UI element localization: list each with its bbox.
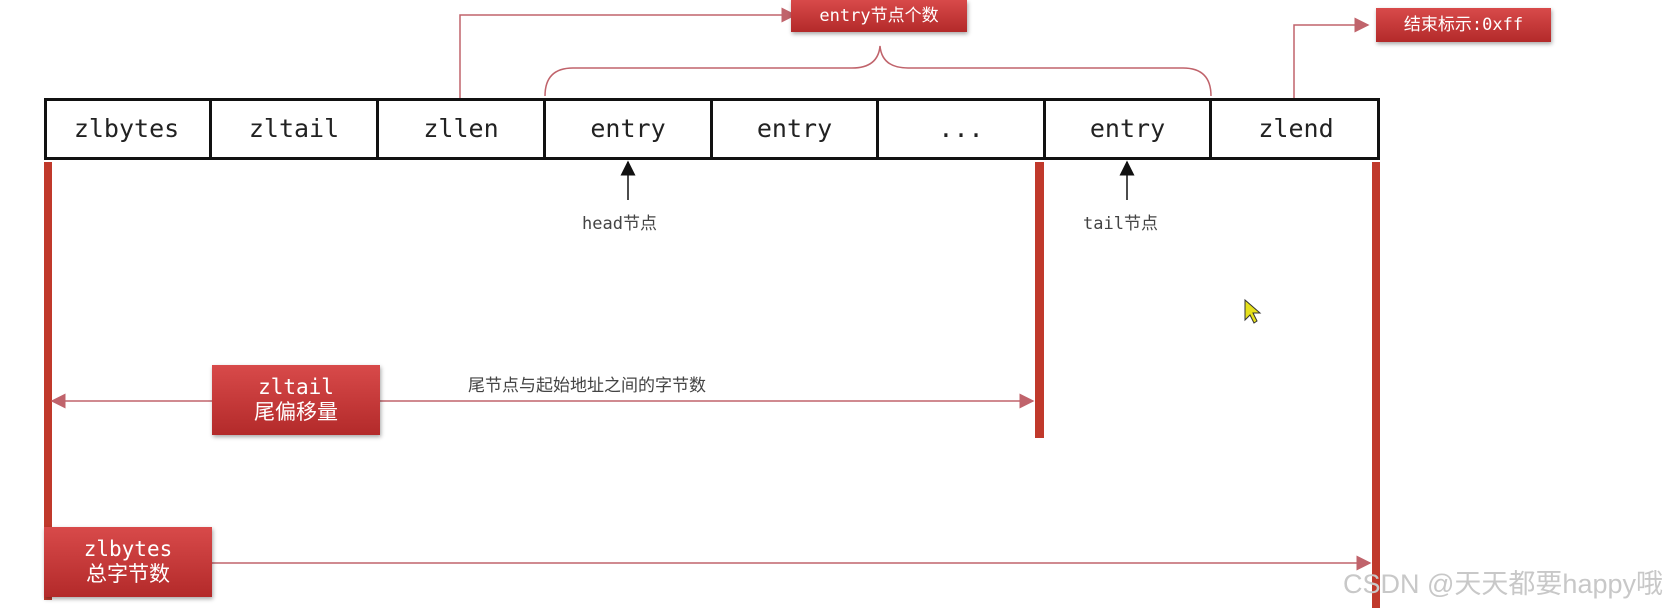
cell-entry-head: entry <box>546 98 713 158</box>
cell-zllen: zllen <box>379 98 546 158</box>
head-pointer-label: head节点 <box>582 214 657 234</box>
cell-zlend: zlend <box>1212 98 1380 158</box>
zllen-connector <box>459 7 797 98</box>
zltail-offset-badge: zltail 尾偏移量 <box>212 365 380 435</box>
cell-label: ... <box>938 113 984 143</box>
cell-label: zlend <box>1258 113 1334 143</box>
cell-zltail: zltail <box>212 98 379 158</box>
cursor-icon <box>1244 298 1262 324</box>
zltail-badge-subtitle: 尾偏移量 <box>254 400 338 424</box>
cell-ellipsis: ... <box>879 98 1046 158</box>
end-marker-label: 结束标示:0xff <box>1403 14 1524 35</box>
cell-label: entry <box>1089 113 1166 143</box>
zlbytes-badge-subtitle: 总字节数 <box>86 562 170 586</box>
watermark: CSDN @天天都要happy哦 <box>1343 569 1663 599</box>
end-marker-callout: 结束标示:0xff <box>1376 8 1551 42</box>
zlbytes-total-badge: zlbytes 总字节数 <box>44 527 212 597</box>
entry-count-callout: entry节点个数 <box>791 0 967 32</box>
entry-count-label: entry节点个数 <box>819 5 939 26</box>
end-bar <box>1372 162 1380 608</box>
tail-pointer-label: tail节点 <box>1083 214 1158 234</box>
zlend-connector <box>1293 17 1370 98</box>
cell-label: entry <box>756 113 833 143</box>
entries-brace <box>544 45 1212 97</box>
cell-label: zltail <box>248 113 340 143</box>
cell-zlbytes: zlbytes <box>44 98 212 158</box>
cell-label: zlbytes <box>73 113 180 143</box>
zlbytes-badge-title: zlbytes <box>83 536 173 561</box>
tail-bar <box>1035 162 1044 438</box>
zltail-description: 尾节点与起始地址之间的字节数 <box>468 376 706 396</box>
zltail-badge-title: zltail <box>258 374 334 399</box>
start-bar <box>44 162 52 600</box>
cell-label: zllen <box>423 113 499 143</box>
cell-entry-tail: entry <box>1046 98 1212 158</box>
cell-entry: entry <box>713 98 879 158</box>
cell-label: entry <box>590 113 666 143</box>
